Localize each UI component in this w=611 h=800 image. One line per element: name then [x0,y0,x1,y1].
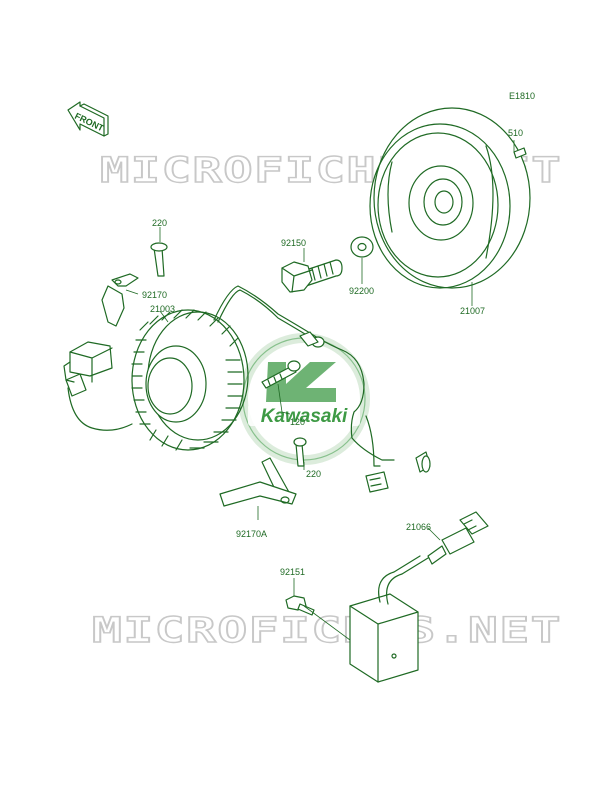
label-120: 120 [290,417,305,427]
front-arrow-icon: FRONT [67,101,109,137]
label-220-mid: 220 [306,469,321,479]
kawasaki-logo: Kawasaki [238,333,370,465]
label-220-top: 220 [152,218,167,228]
screw-220-top [150,242,168,277]
screw-220-mid [293,437,307,467]
screw-120 [261,360,301,389]
diagram-code: E1810 [509,91,535,101]
label-92170A: 92170A [236,529,267,539]
kawasaki-wordmark: Kawasaki [261,406,348,427]
regulator-connector [441,527,475,555]
flywheel-rotor [369,107,531,289]
stator-coil [131,309,249,451]
flywheel-bolt [281,259,343,293]
clamp-92170 [101,273,139,327]
washer [350,236,374,258]
regulator-bolt [285,595,315,616]
stator-harness [65,285,431,493]
label-92170: 92170 [142,290,167,300]
watermark-bottom: MICROFICHES.NET [92,611,562,651]
regulator-rectifier [349,511,489,683]
stator-connector [365,471,389,493]
label-92200: 92200 [349,286,374,296]
leader-lines [125,140,515,641]
clamp-92170A [219,457,297,507]
label-92150: 92150 [281,238,306,248]
pickup-coil [63,341,113,383]
label-510: 510 [508,128,523,138]
woodruff-key [513,147,527,159]
label-21007: 21007 [460,306,485,316]
label-92151: 92151 [280,567,305,577]
label-21066: 21066 [406,522,431,532]
label-21003: 21003 [150,304,175,314]
